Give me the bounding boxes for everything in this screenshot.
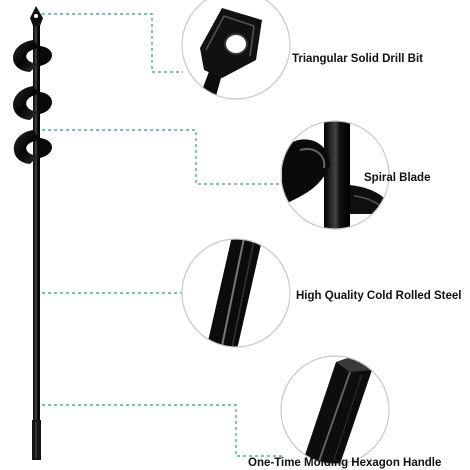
- spiral-blade-2: [13, 86, 40, 120]
- connector-1: [42, 129, 282, 185]
- feature-label-drill-bit: Triangular Solid Drill Bit: [292, 53, 423, 65]
- auger-shaft: [33, 12, 40, 452]
- detail-circle-rolled-steel: [181, 238, 291, 348]
- spiral-blade-3: [13, 130, 40, 164]
- callout-connectors: [42, 13, 282, 457]
- detail-circle-hex-handle: [280, 355, 390, 465]
- detail-circle-drill-bit: [181, 0, 291, 100]
- connector-3: [42, 404, 282, 457]
- connector-0: [42, 13, 183, 73]
- feature-label-rolled-steel: High Quality Cold Rolled Steel: [296, 290, 462, 302]
- feature-label-spiral-blade: Spiral Blade: [364, 172, 431, 184]
- feature-label-hex-handle: One-Time Molding Hexagon Handle: [248, 457, 442, 469]
- detail-circle-spiral-blade: [280, 120, 390, 230]
- auger-drill: [13, 6, 52, 460]
- spiral-blade-1: [13, 40, 40, 72]
